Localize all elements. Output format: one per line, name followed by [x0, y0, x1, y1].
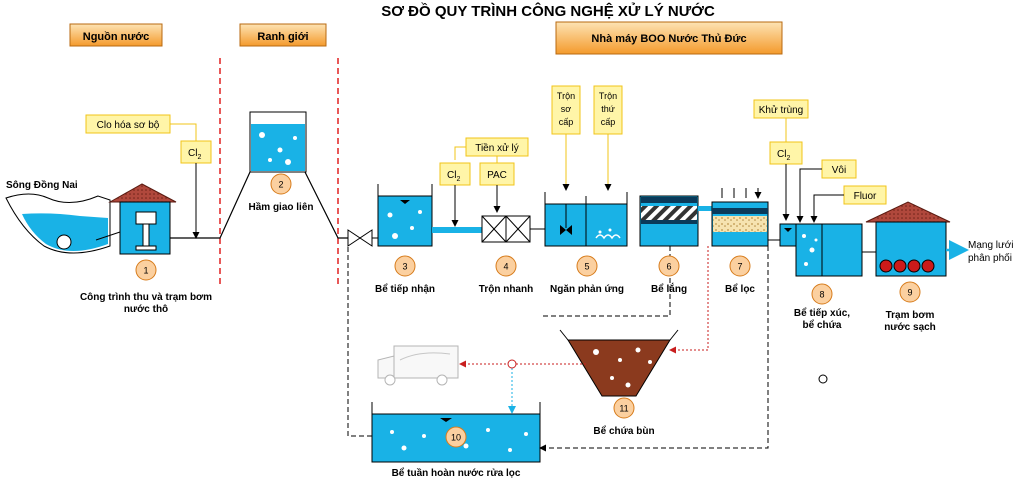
unit-name: Bể lọc: [725, 283, 755, 295]
unit-name: Bể tuần hoàn nước rửa lọc: [392, 467, 521, 479]
unit-name: Công trình thu và trạm bơm: [80, 292, 212, 303]
unit-name: Bể lắng: [651, 282, 687, 295]
rapid-mixer: [481, 215, 531, 243]
pre-chlorination: Clo hóa sơ bộ Cl2: [85, 114, 212, 239]
pretreatment-label: Tiền xử lý: [475, 142, 519, 154]
pre-chlorination-label: Clo hóa sơ bộ: [97, 120, 160, 131]
reaction-chamber: [544, 192, 628, 247]
unit-number: 3: [402, 262, 407, 272]
unit-number: 6: [666, 262, 671, 272]
primary-mix-label-1: Trộn: [557, 91, 575, 101]
unit-number-badge: [811, 283, 833, 305]
secondary-mix-label-1: Trộn: [599, 91, 617, 101]
primary-mix-label-3: cấp: [559, 117, 574, 127]
unit-number-badge: [729, 255, 751, 277]
secondary-mix-label-3: cấp: [601, 117, 616, 127]
zone-source: Nguồn nước: [69, 23, 163, 47]
unit-number-badge: [495, 255, 517, 277]
sand-filter: [711, 188, 769, 247]
contact-storage-tank: [779, 223, 863, 277]
settle-sludge-line: [540, 246, 671, 317]
secondary-mix-label-2: thứ: [601, 104, 615, 114]
receiving-tank: [377, 184, 433, 247]
intake-pipe: [56, 234, 72, 250]
unit-name: Ngăn phản ứng: [550, 284, 624, 295]
sludge-tank: [559, 329, 679, 397]
unit-number: 7: [737, 262, 742, 272]
distribution-label-2: phân phối: [968, 252, 1012, 264]
unit-name: Bể tiếp xúc,: [794, 307, 850, 319]
filter-sludge-line: [669, 246, 709, 354]
unit-name: Trạm bơm: [886, 310, 935, 321]
zone-plant: Nhà máy BOO Nước Thủ Đức: [555, 21, 783, 55]
pac-label: PAC: [487, 170, 507, 181]
lime-label: Vôi: [832, 165, 846, 176]
disinfection-label: Khử trùng: [759, 104, 804, 116]
river-label: Sông Đồng Nai: [6, 179, 78, 191]
pump-house-raw: [95, 183, 177, 255]
raw-water-pipe: [170, 171, 251, 239]
clean-water-pump-station: [865, 201, 951, 277]
unit-number: 8: [819, 290, 824, 300]
river-intake: Sông Đồng Nai: [5, 179, 111, 254]
zone-boundary-label: Ranh giới: [257, 31, 308, 43]
marker-circle: [818, 374, 828, 384]
diagram-title: SƠ ĐỒ QUY TRÌNH CÔNG NGHỆ XỬ LÝ NƯỚC: [381, 2, 715, 20]
zone-source-label: Nguồn nước: [83, 31, 150, 43]
unit-number: 2: [278, 180, 283, 190]
recirc-return-line: [347, 240, 372, 437]
distribution-label-1: Mạng lưới: [968, 240, 1014, 251]
backwash-return-line: [539, 246, 769, 452]
primary-mix-label-2: sơ: [561, 104, 572, 114]
unit-number: 9: [907, 288, 912, 298]
unit-number: 1: [143, 266, 148, 276]
unit-number: 4: [503, 262, 508, 272]
tunnel-tank: [249, 111, 307, 173]
unit-number-badge: [394, 255, 416, 277]
zone-plant-label: Nhà máy BOO Nước Thủ Đức: [591, 33, 746, 45]
fluor-label: Fluor: [854, 191, 877, 202]
secondary-mixing: Trộn thứ cấp: [593, 85, 623, 191]
pretreatment: Tiền xử lý Cl2 PAC: [439, 137, 529, 227]
inlet-valve: [347, 229, 378, 247]
unit-number-badge: [658, 255, 680, 277]
zone-boundary: Ranh giới: [239, 23, 327, 47]
cl2-pre-label: Cl2: [188, 148, 201, 161]
lime-dosing: Vôi: [796, 159, 857, 223]
unit-name: Hầm giao liên: [248, 201, 313, 213]
unit-name: Bể tiếp nhận: [375, 283, 435, 295]
primary-mixing: Trộn sơ cấp: [551, 85, 581, 191]
unit-name: Trộn nhanh: [479, 284, 533, 295]
unit-number-badge: [270, 173, 292, 195]
unit-name-line2: nước sạch: [884, 322, 936, 333]
sludge-truck-icon: [377, 345, 459, 386]
disinfection: Khử trùng Cl2: [753, 99, 809, 221]
cl2-disinfect-label: Cl2: [777, 149, 790, 162]
cl2-pretreat-label: Cl2: [447, 170, 460, 183]
settling-tank: [639, 195, 699, 247]
unit-number-badge: [445, 426, 467, 448]
unit-name-line2: bể chứa: [803, 319, 842, 331]
fluor-dosing: Fluor: [810, 185, 887, 223]
unit-number-badge: [613, 397, 635, 419]
unit-number-badge: [576, 255, 598, 277]
unit-name: Bể chứa bùn: [593, 425, 654, 437]
unit-number-badge: [135, 259, 157, 281]
unit-number-badge: [899, 281, 921, 303]
unit-name-line2: nước thô: [124, 304, 168, 315]
unit-number: 11: [619, 404, 628, 414]
unit-number: 10: [451, 433, 461, 443]
unit-number: 5: [584, 262, 589, 272]
